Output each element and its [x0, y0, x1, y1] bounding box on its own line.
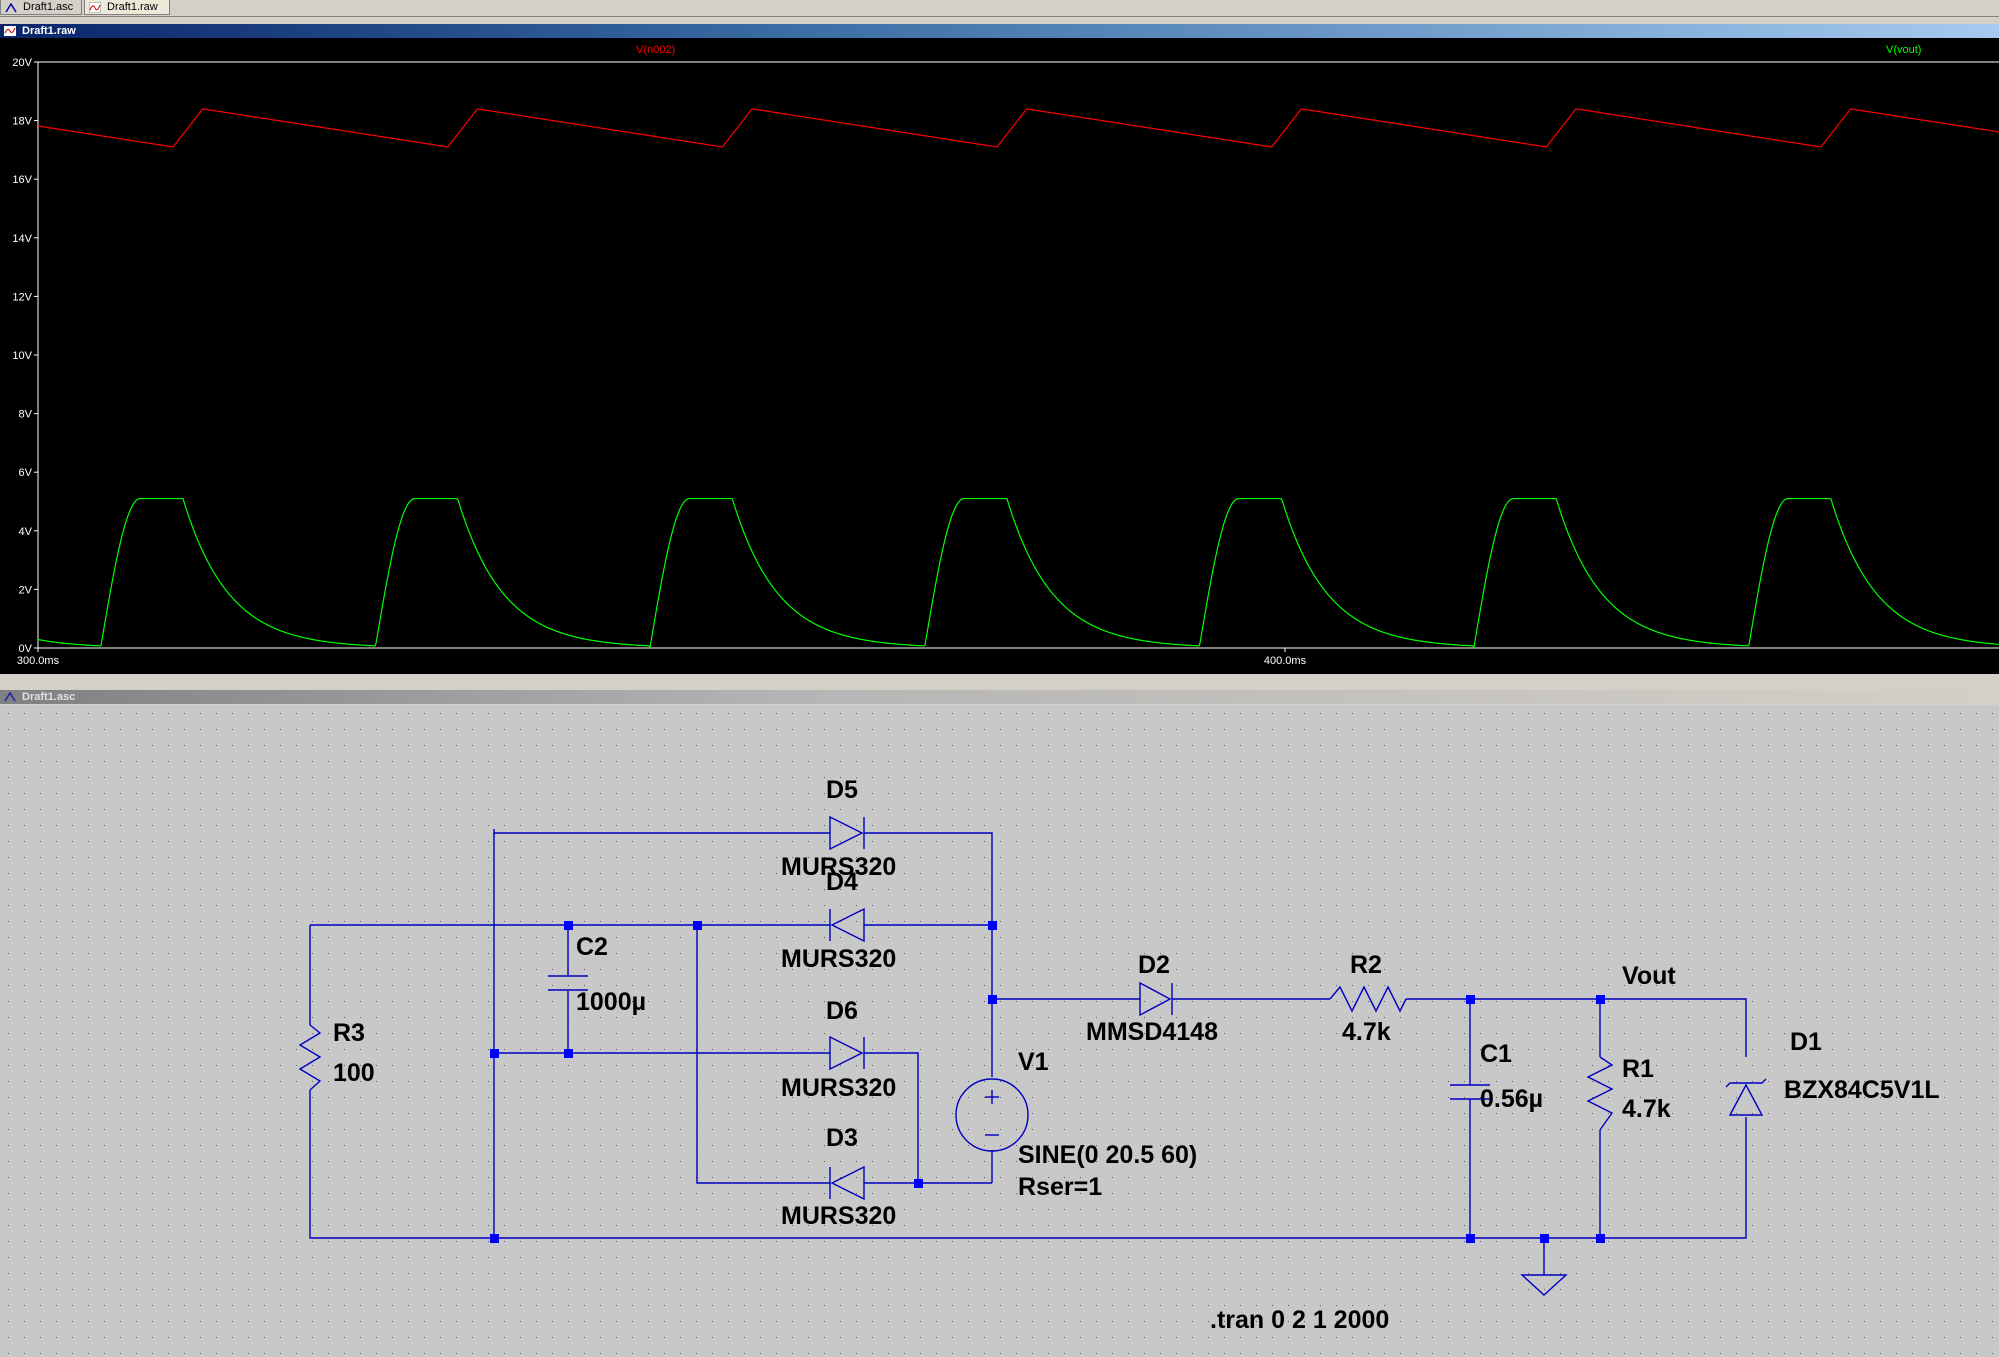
voltage-source-v1-icon[interactable]: [955, 1078, 1029, 1152]
c1-value[interactable]: 0.56µ: [1480, 1085, 1543, 1113]
tab-label: Draft1.asc: [23, 1, 74, 13]
y-tick-label: 18V: [12, 116, 32, 128]
d5-value[interactable]: MURS320: [781, 853, 896, 881]
resistor-r2-icon[interactable]: [1329, 985, 1407, 1013]
wire-d6-row: [568, 1052, 919, 1183]
r3-value[interactable]: 100: [333, 1059, 375, 1087]
ground-icon[interactable]: [1520, 1274, 1568, 1296]
c2-ref[interactable]: C2: [576, 933, 608, 961]
trace-label-n002[interactable]: V(n002): [636, 44, 676, 56]
y-tick-label: 20V: [12, 57, 32, 69]
wire-c2: [494, 925, 569, 1054]
d4-value[interactable]: MURS320: [781, 945, 896, 973]
wire-x697: [696, 925, 992, 1184]
y-tick-label: 14V: [12, 233, 32, 245]
d6-value[interactable]: MURS320: [781, 1074, 896, 1102]
r2-ref[interactable]: R2: [1350, 951, 1382, 979]
tab-draft1-raw[interactable]: Draft1.raw: [84, 0, 170, 15]
d1-ref[interactable]: D1: [1790, 1028, 1822, 1056]
c2-value[interactable]: 1000µ: [576, 988, 646, 1016]
tab-draft1-asc[interactable]: Draft1.asc: [0, 0, 82, 15]
net-label-vout[interactable]: Vout: [1622, 962, 1676, 990]
zener-d1-icon[interactable]: [1725, 1078, 1767, 1116]
c1-ref[interactable]: C1: [1480, 1040, 1512, 1068]
d3-value[interactable]: MURS320: [781, 1202, 896, 1230]
window-splitter[interactable]: [0, 674, 1999, 690]
v1-param[interactable]: Rser=1: [1018, 1173, 1102, 1201]
tab-label: Draft1.raw: [107, 1, 158, 13]
v1-value[interactable]: SINE(0 20.5 60): [1018, 1141, 1197, 1169]
r1-ref[interactable]: R1: [1622, 1055, 1654, 1083]
schematic-pane[interactable]: D5 MURS320 D4 MURS320 C2 1000µ D6 MURS32…: [0, 705, 1999, 1357]
series-line-n002: [37, 108, 1999, 148]
capacitor-c1-icon[interactable]: [1450, 1084, 1490, 1100]
diode-d5-icon[interactable]: [829, 815, 865, 851]
waveform-icon: [89, 2, 101, 13]
y-tick-label: 12V: [12, 291, 32, 303]
d2-value[interactable]: MMSD4148: [1086, 1018, 1218, 1046]
v1-ref[interactable]: V1: [1018, 1048, 1049, 1076]
series-line-vout: [37, 497, 1999, 650]
schematic-icon: [4, 692, 16, 702]
d6-ref[interactable]: D6: [826, 997, 858, 1025]
document-tab-bar: Draft1.asc Draft1.raw: [0, 0, 1999, 17]
y-tick-label: 8V: [19, 409, 33, 421]
trace-label-vout[interactable]: V(vout): [1886, 44, 1922, 56]
wire-vout-d1: [1470, 998, 1747, 1239]
d5-ref[interactable]: D5: [826, 776, 858, 804]
x-tick-label: 300.0ms: [17, 655, 60, 667]
r1-value[interactable]: 4.7k: [1622, 1095, 1671, 1123]
waveform-window-title: Draft1.raw: [22, 25, 76, 37]
y-tick-label: 2V: [19, 584, 33, 596]
diode-d6-icon[interactable]: [829, 1035, 865, 1071]
y-tick-label: 4V: [19, 526, 33, 538]
wire-r3-left: [309, 925, 1470, 1239]
d1-value[interactable]: BZX84C5V1L: [1784, 1076, 1940, 1104]
capacitor-c2-icon[interactable]: [548, 975, 588, 991]
d2-ref[interactable]: D2: [1138, 951, 1170, 979]
x-tick-label: 400.0ms: [1264, 655, 1307, 667]
junctions: [490, 921, 1605, 1243]
r3-ref[interactable]: R3: [333, 1019, 365, 1047]
diode-d3-icon[interactable]: [829, 1165, 865, 1201]
schematic-canvas[interactable]: D5 MURS320 D4 MURS320 C2 1000µ D6 MURS32…: [0, 705, 1999, 1357]
y-tick-label: 10V: [12, 350, 32, 362]
diode-d4-icon[interactable]: [829, 907, 865, 943]
diode-d2-icon[interactable]: [1139, 981, 1173, 1017]
d3-ref[interactable]: D3: [826, 1124, 858, 1152]
schematic-window-titlebar[interactable]: Draft1.asc: [0, 690, 1999, 704]
waveform-window-titlebar[interactable]: Draft1.raw: [0, 24, 1999, 38]
spice-directive[interactable]: .tran 0 2 1 2000: [1210, 1306, 1389, 1334]
waveform-icon: [4, 26, 16, 36]
schematic-icon: [5, 2, 17, 13]
y-tick-label: 16V: [12, 174, 32, 186]
resistor-r3-icon[interactable]: [298, 1024, 322, 1091]
trace-label-strip: V(n002) V(vout): [0, 38, 1999, 57]
r2-value[interactable]: 4.7k: [1342, 1018, 1391, 1046]
d4-ref[interactable]: D4: [826, 868, 858, 896]
y-tick-label: 0V: [19, 643, 33, 655]
schematic-window-title: Draft1.asc: [22, 691, 76, 703]
schematic-grid: [0, 705, 1999, 1357]
y-tick-label: 6V: [19, 467, 33, 479]
resistor-r1-icon[interactable]: [1586, 1056, 1614, 1131]
